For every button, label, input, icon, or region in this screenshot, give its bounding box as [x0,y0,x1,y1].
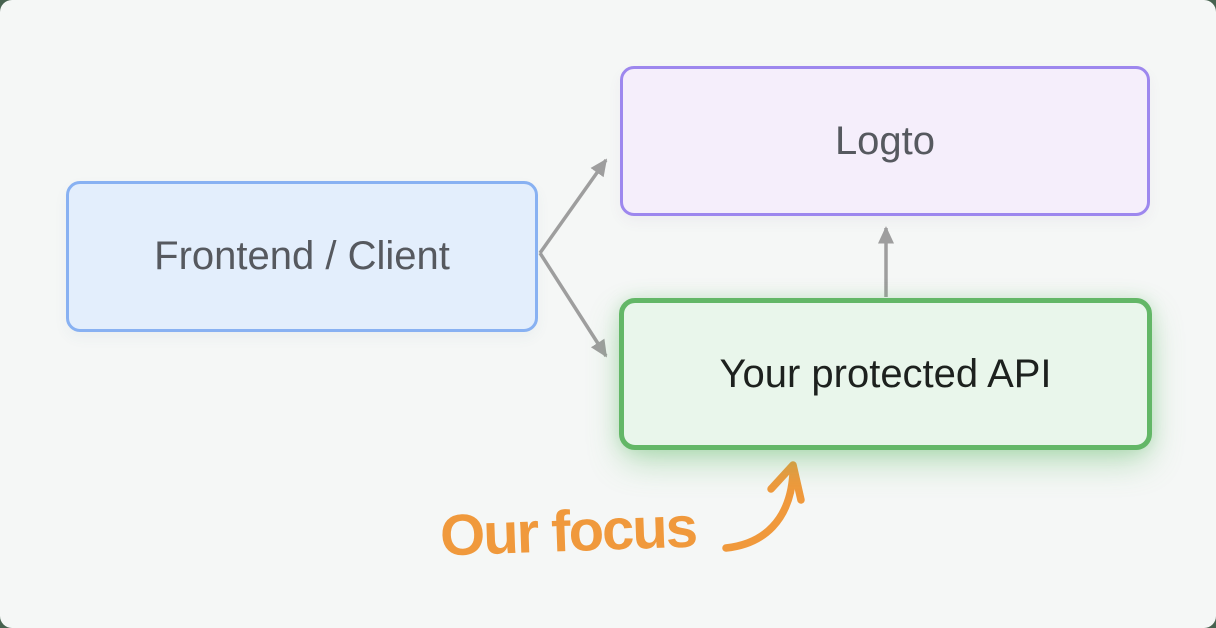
node-logto: Logto [620,66,1150,216]
our-focus-annotation: Our focus [438,494,697,569]
edge-frontend-to-logto [538,158,608,255]
edge-frontend-to-api [538,252,608,358]
node-frontend-client: Frontend / Client [66,181,538,332]
node-frontend-client-label: Frontend / Client [154,234,450,278]
node-protected-api-label: Your protected API [719,351,1052,396]
node-logto-label: Logto [834,118,936,163]
node-protected-api: Your protected API [619,298,1152,450]
our-focus-arrow [722,461,805,552]
